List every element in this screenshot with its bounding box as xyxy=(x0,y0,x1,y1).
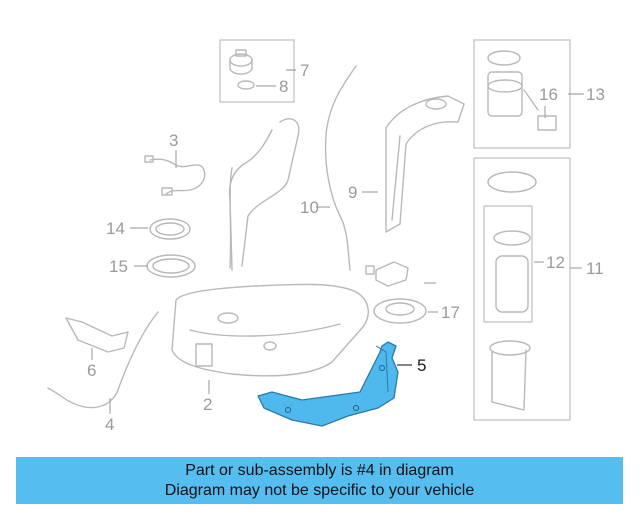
callout-10: 11 xyxy=(586,259,604,278)
filter-assembly-drawing xyxy=(487,171,537,411)
callout-5: 6 xyxy=(87,361,96,380)
label-dashes xyxy=(288,69,584,263)
callout-1: 2 xyxy=(203,395,212,414)
lock-ring-drawing xyxy=(149,218,191,240)
leader-lines xyxy=(91,69,582,414)
info-banner: Part or sub-assembly is #4 in diagram Di… xyxy=(16,457,623,504)
callout-16: 17 xyxy=(441,303,460,322)
callout-3: 4 xyxy=(105,415,114,434)
callout-2: 3 xyxy=(169,131,178,150)
banner-line-2: Diagram may not be specific to your vehi… xyxy=(164,481,475,499)
seal-ring-drawing xyxy=(146,254,196,278)
callout-9: 10 xyxy=(300,198,319,217)
pump-module-drawing xyxy=(487,50,557,131)
callout-4[interactable]: 5 xyxy=(417,356,426,375)
callout-11: 12 xyxy=(546,253,565,272)
callout-14: 15 xyxy=(109,257,128,276)
callout-13: 14 xyxy=(106,219,125,238)
vent-tube-drawing xyxy=(324,65,357,271)
sensor-wire-drawing xyxy=(144,155,206,196)
flange-cover-drawing xyxy=(373,298,427,324)
filler-pipe-drawing xyxy=(385,95,465,233)
parts-diagram: 7 8 3 14 15 10 9 17 5 2 4 6 16 13 12 11 xyxy=(47,39,605,434)
part-11-group-box xyxy=(483,205,533,323)
callout-12: 13 xyxy=(586,85,605,104)
strap-drawing xyxy=(47,311,159,409)
bracket-drawing xyxy=(65,317,129,353)
callout-8: 9 xyxy=(348,183,357,202)
banner-line-1: Part or sub-assembly is #4 in diagram xyxy=(185,461,454,479)
part-10-group-box xyxy=(473,157,571,421)
heat-shield-part-4[interactable] xyxy=(257,341,399,427)
callout-6: 7 xyxy=(300,61,309,80)
part-6-group-box xyxy=(219,39,295,103)
fuel-cap-drawing xyxy=(229,49,255,90)
callout-7: 8 xyxy=(279,77,288,96)
callout-15: 16 xyxy=(539,85,558,104)
fuel-tank-drawing xyxy=(171,118,369,377)
clip-drawing xyxy=(365,261,409,287)
